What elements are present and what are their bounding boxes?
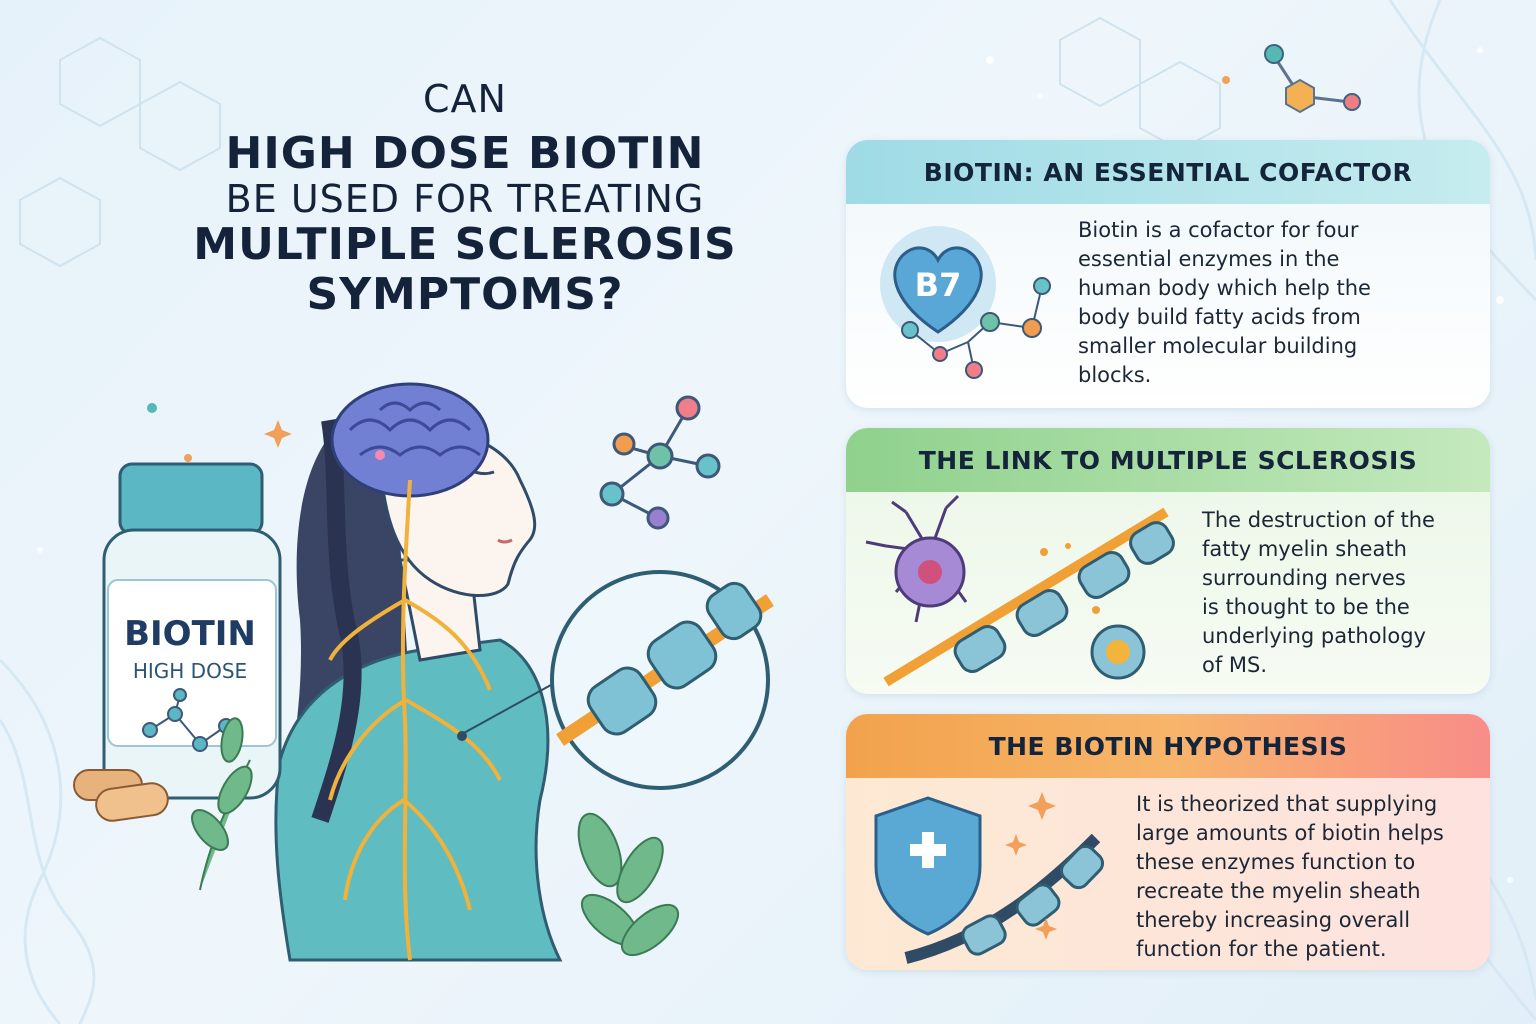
card-body-text: The destruction of the fatty myelin shea… xyxy=(1202,508,1435,677)
biotin-bottle xyxy=(102,462,282,800)
card-body-text: It is theorized that supplying large amo… xyxy=(1136,792,1444,961)
card-essential-cofactor: BIOTIN: AN ESSENTIAL COFACTOR B7 Biotin … xyxy=(846,140,1490,408)
nervous-system-icon xyxy=(328,479,502,961)
page-title: CAN HIGH DOSE BIOTIN BE USED FOR TREATIN… xyxy=(100,78,830,319)
woman-hair-strand xyxy=(311,418,362,823)
mouth xyxy=(497,538,513,544)
title-line-can: CAN xyxy=(423,77,507,121)
b7-label: B7 xyxy=(915,266,962,304)
zoom-point xyxy=(457,731,467,741)
damaged-neuron-myelin-icon xyxy=(865,494,1175,687)
dna-helix-left xyxy=(0,658,96,1024)
sparkle-icon xyxy=(264,420,292,448)
title-line-be-used: BE USED FOR TREATING xyxy=(225,176,705,221)
shield-repair-icon xyxy=(874,792,1105,964)
card-heading: THE LINK TO MULTIPLE SCLEROSIS xyxy=(846,428,1490,492)
card-body: The destruction of the fatty myelin shea… xyxy=(846,492,1490,694)
brain-icon xyxy=(330,382,490,498)
dot-decoration xyxy=(184,454,192,462)
molecule-decoration-top xyxy=(1222,44,1361,114)
title-line-high-dose-biotin: HIGH DOSE BIOTIN xyxy=(225,127,705,179)
illustration: BIOTIN HIGH DOSE xyxy=(73,382,774,962)
capsule-pills xyxy=(73,769,169,822)
zoom-connector xyxy=(461,679,561,735)
sparkles xyxy=(37,47,1513,883)
card-heading: THE BIOTIN HYPOTHESIS xyxy=(846,714,1490,778)
myelin-zoom-circle xyxy=(550,570,774,790)
card-biotin-hypothesis: THE BIOTIN HYPOTHESIS It is theorized th… xyxy=(846,714,1490,970)
card-link-to-ms: THE LINK TO MULTIPLE SCLEROSIS The destr… xyxy=(846,428,1490,694)
bottle-label: BIOTIN xyxy=(124,614,256,654)
card-body-text: Biotin is a cofactor for four essential … xyxy=(1078,218,1371,387)
card-heading: BIOTIN: AN ESSENTIAL COFACTOR xyxy=(846,140,1490,204)
title-line-multiple-sclerosis: MULTIPLE SCLEROSIS xyxy=(193,219,737,271)
title-line-symptoms: SYMPTOMS? xyxy=(306,268,624,320)
hexagon-pattern xyxy=(19,16,1221,268)
card-body: B7 Biotin is a cofactor for four essenti… xyxy=(846,204,1490,408)
leaf-decoration xyxy=(191,717,680,957)
b7-vitamin-molecule-icon: B7 xyxy=(880,226,1051,379)
bottle-sublabel: HIGH DOSE xyxy=(133,659,247,683)
card-body: It is theorized that supplying large amo… xyxy=(846,778,1490,970)
molecule-icon xyxy=(599,395,721,530)
dot-decoration xyxy=(147,403,157,413)
